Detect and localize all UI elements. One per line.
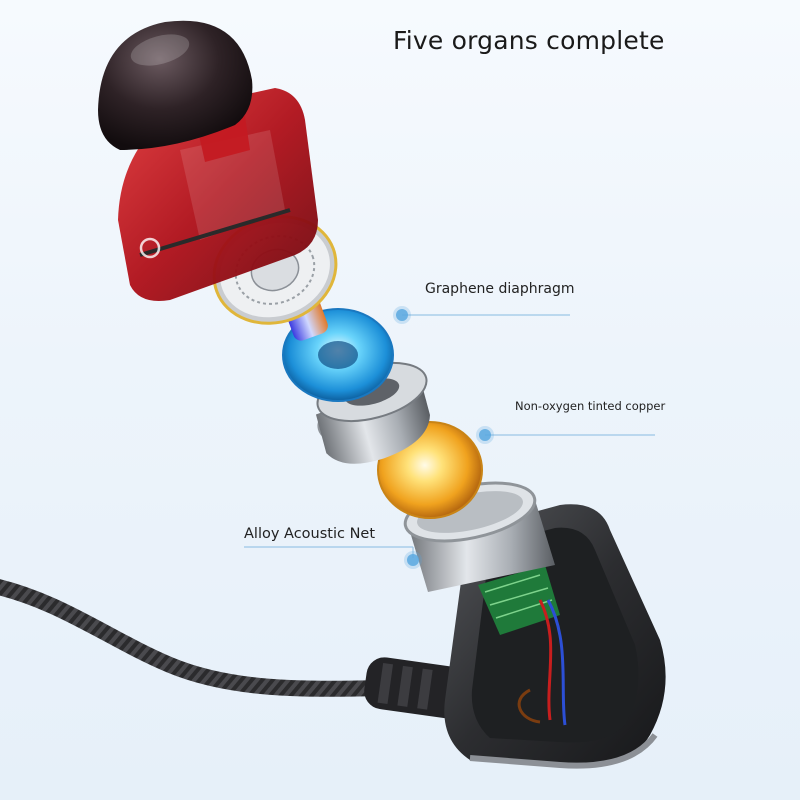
callout-label-alloy: Alloy Acoustic Net — [244, 526, 376, 542]
callout-label-graphene: Graphene diaphragm — [425, 281, 575, 297]
callout-copper — [476, 426, 655, 444]
callout-label-copper: Non-oxygen tinted copper — [515, 399, 666, 413]
ear-tip — [98, 20, 253, 150]
strain-relief — [364, 657, 471, 719]
page-title: Five organs complete — [393, 26, 665, 55]
callout-alloy — [244, 546, 422, 569]
callout-graphene — [393, 306, 570, 324]
braided-cable — [0, 579, 388, 697]
